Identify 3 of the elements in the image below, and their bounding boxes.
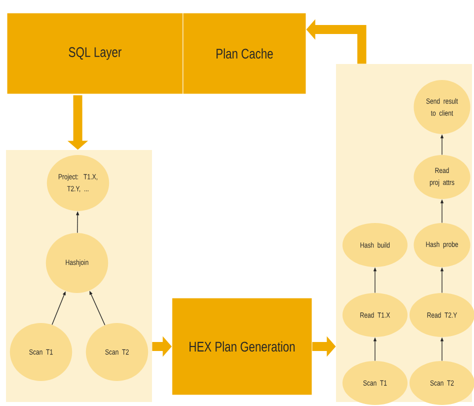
process-box: HEX Plan Generation <box>172 298 312 396</box>
process-box: SQL Layer <box>6 12 184 94</box>
process-box: Plan Cache <box>182 12 306 94</box>
